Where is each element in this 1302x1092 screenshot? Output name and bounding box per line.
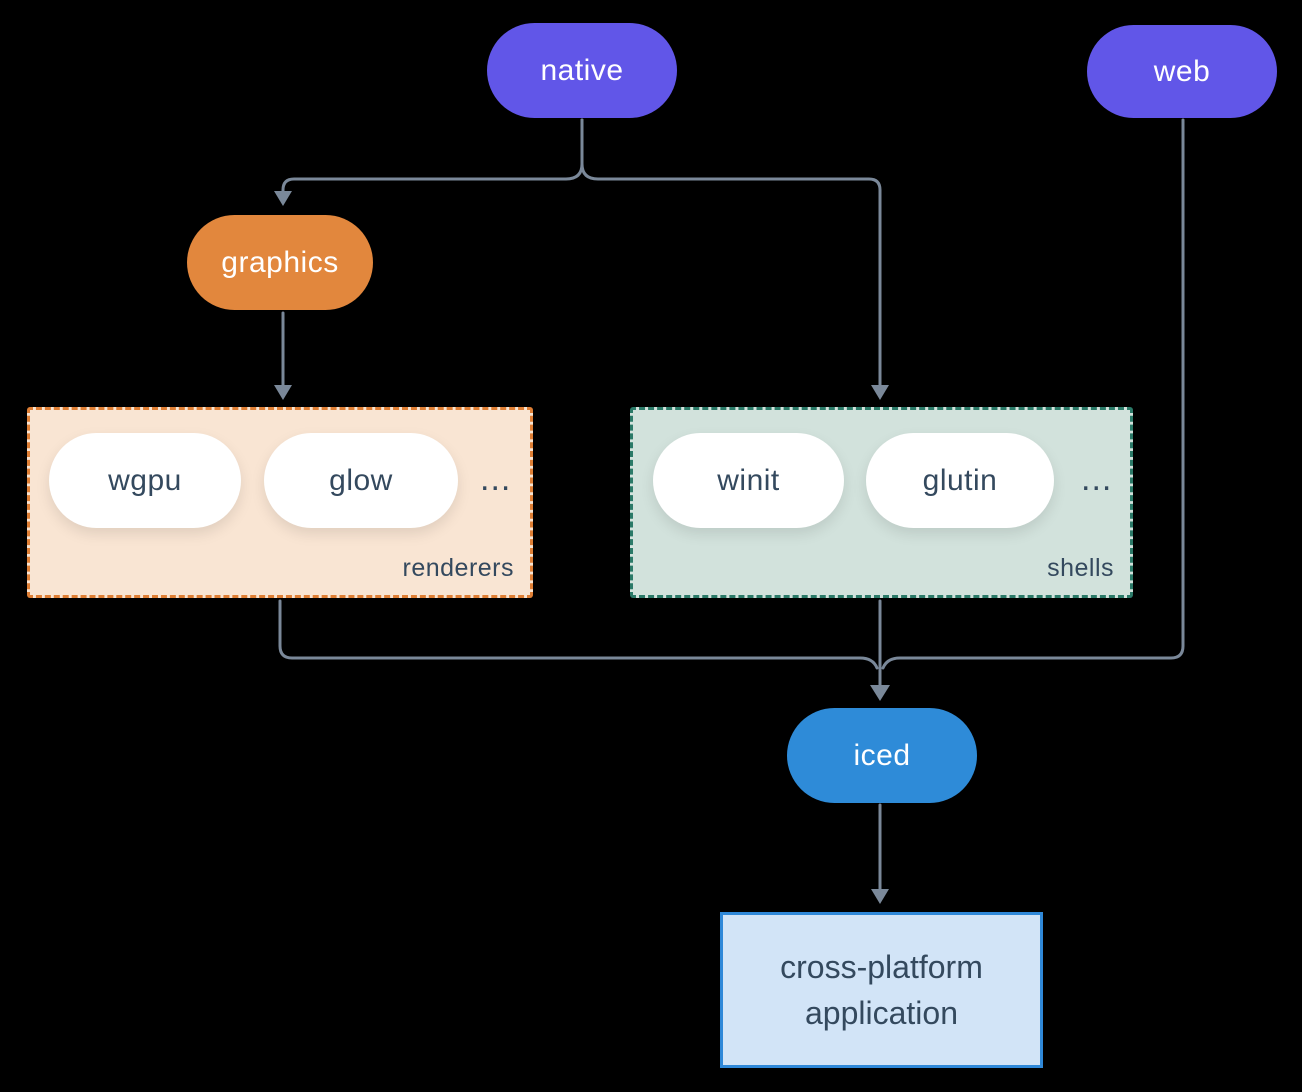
node-glutin: glutin — [866, 433, 1054, 528]
node-winit: winit — [653, 433, 844, 528]
node-graphics-label: graphics — [221, 245, 339, 279]
edge-native-graphics — [281, 118, 584, 195]
node-winit-label: winit — [717, 463, 780, 497]
shells-ellipsis: ... — [1081, 460, 1113, 498]
node-graphics: graphics — [187, 215, 373, 310]
arrowhead-iced-icon — [870, 685, 890, 701]
group-shells: winit glutin ... shells — [630, 407, 1133, 598]
node-native-label: native — [540, 53, 624, 87]
arrowhead-shells-icon — [871, 385, 889, 400]
renderers-ellipsis: ... — [480, 460, 512, 498]
node-glow-label: glow — [329, 463, 393, 497]
arrowhead-app-icon — [871, 889, 889, 904]
renderers-group-label: renderers — [402, 554, 514, 582]
arrowhead-graphics-icon — [274, 191, 292, 206]
node-iced-label: iced — [853, 738, 911, 772]
group-renderers: wgpu glow ... renderers — [27, 407, 533, 598]
node-web-label: web — [1153, 54, 1211, 88]
node-app-label: cross-platform application — [780, 949, 983, 1031]
node-wgpu: wgpu — [49, 433, 241, 528]
edge-web-iced — [881, 118, 1185, 670]
node-iced: iced — [787, 708, 977, 803]
node-web: web — [1087, 25, 1277, 118]
node-glutin-label: glutin — [922, 463, 998, 497]
node-wgpu-label: wgpu — [108, 463, 182, 497]
node-glow: glow — [264, 433, 458, 528]
node-cross-platform-application: cross-platform application — [720, 912, 1043, 1068]
edge-native-shells — [580, 118, 882, 388]
node-native: native — [487, 23, 677, 118]
shells-group-label: shells — [1047, 554, 1114, 582]
edge-renderers-iced — [278, 599, 879, 670]
arrowhead-renderers-icon — [274, 385, 292, 400]
